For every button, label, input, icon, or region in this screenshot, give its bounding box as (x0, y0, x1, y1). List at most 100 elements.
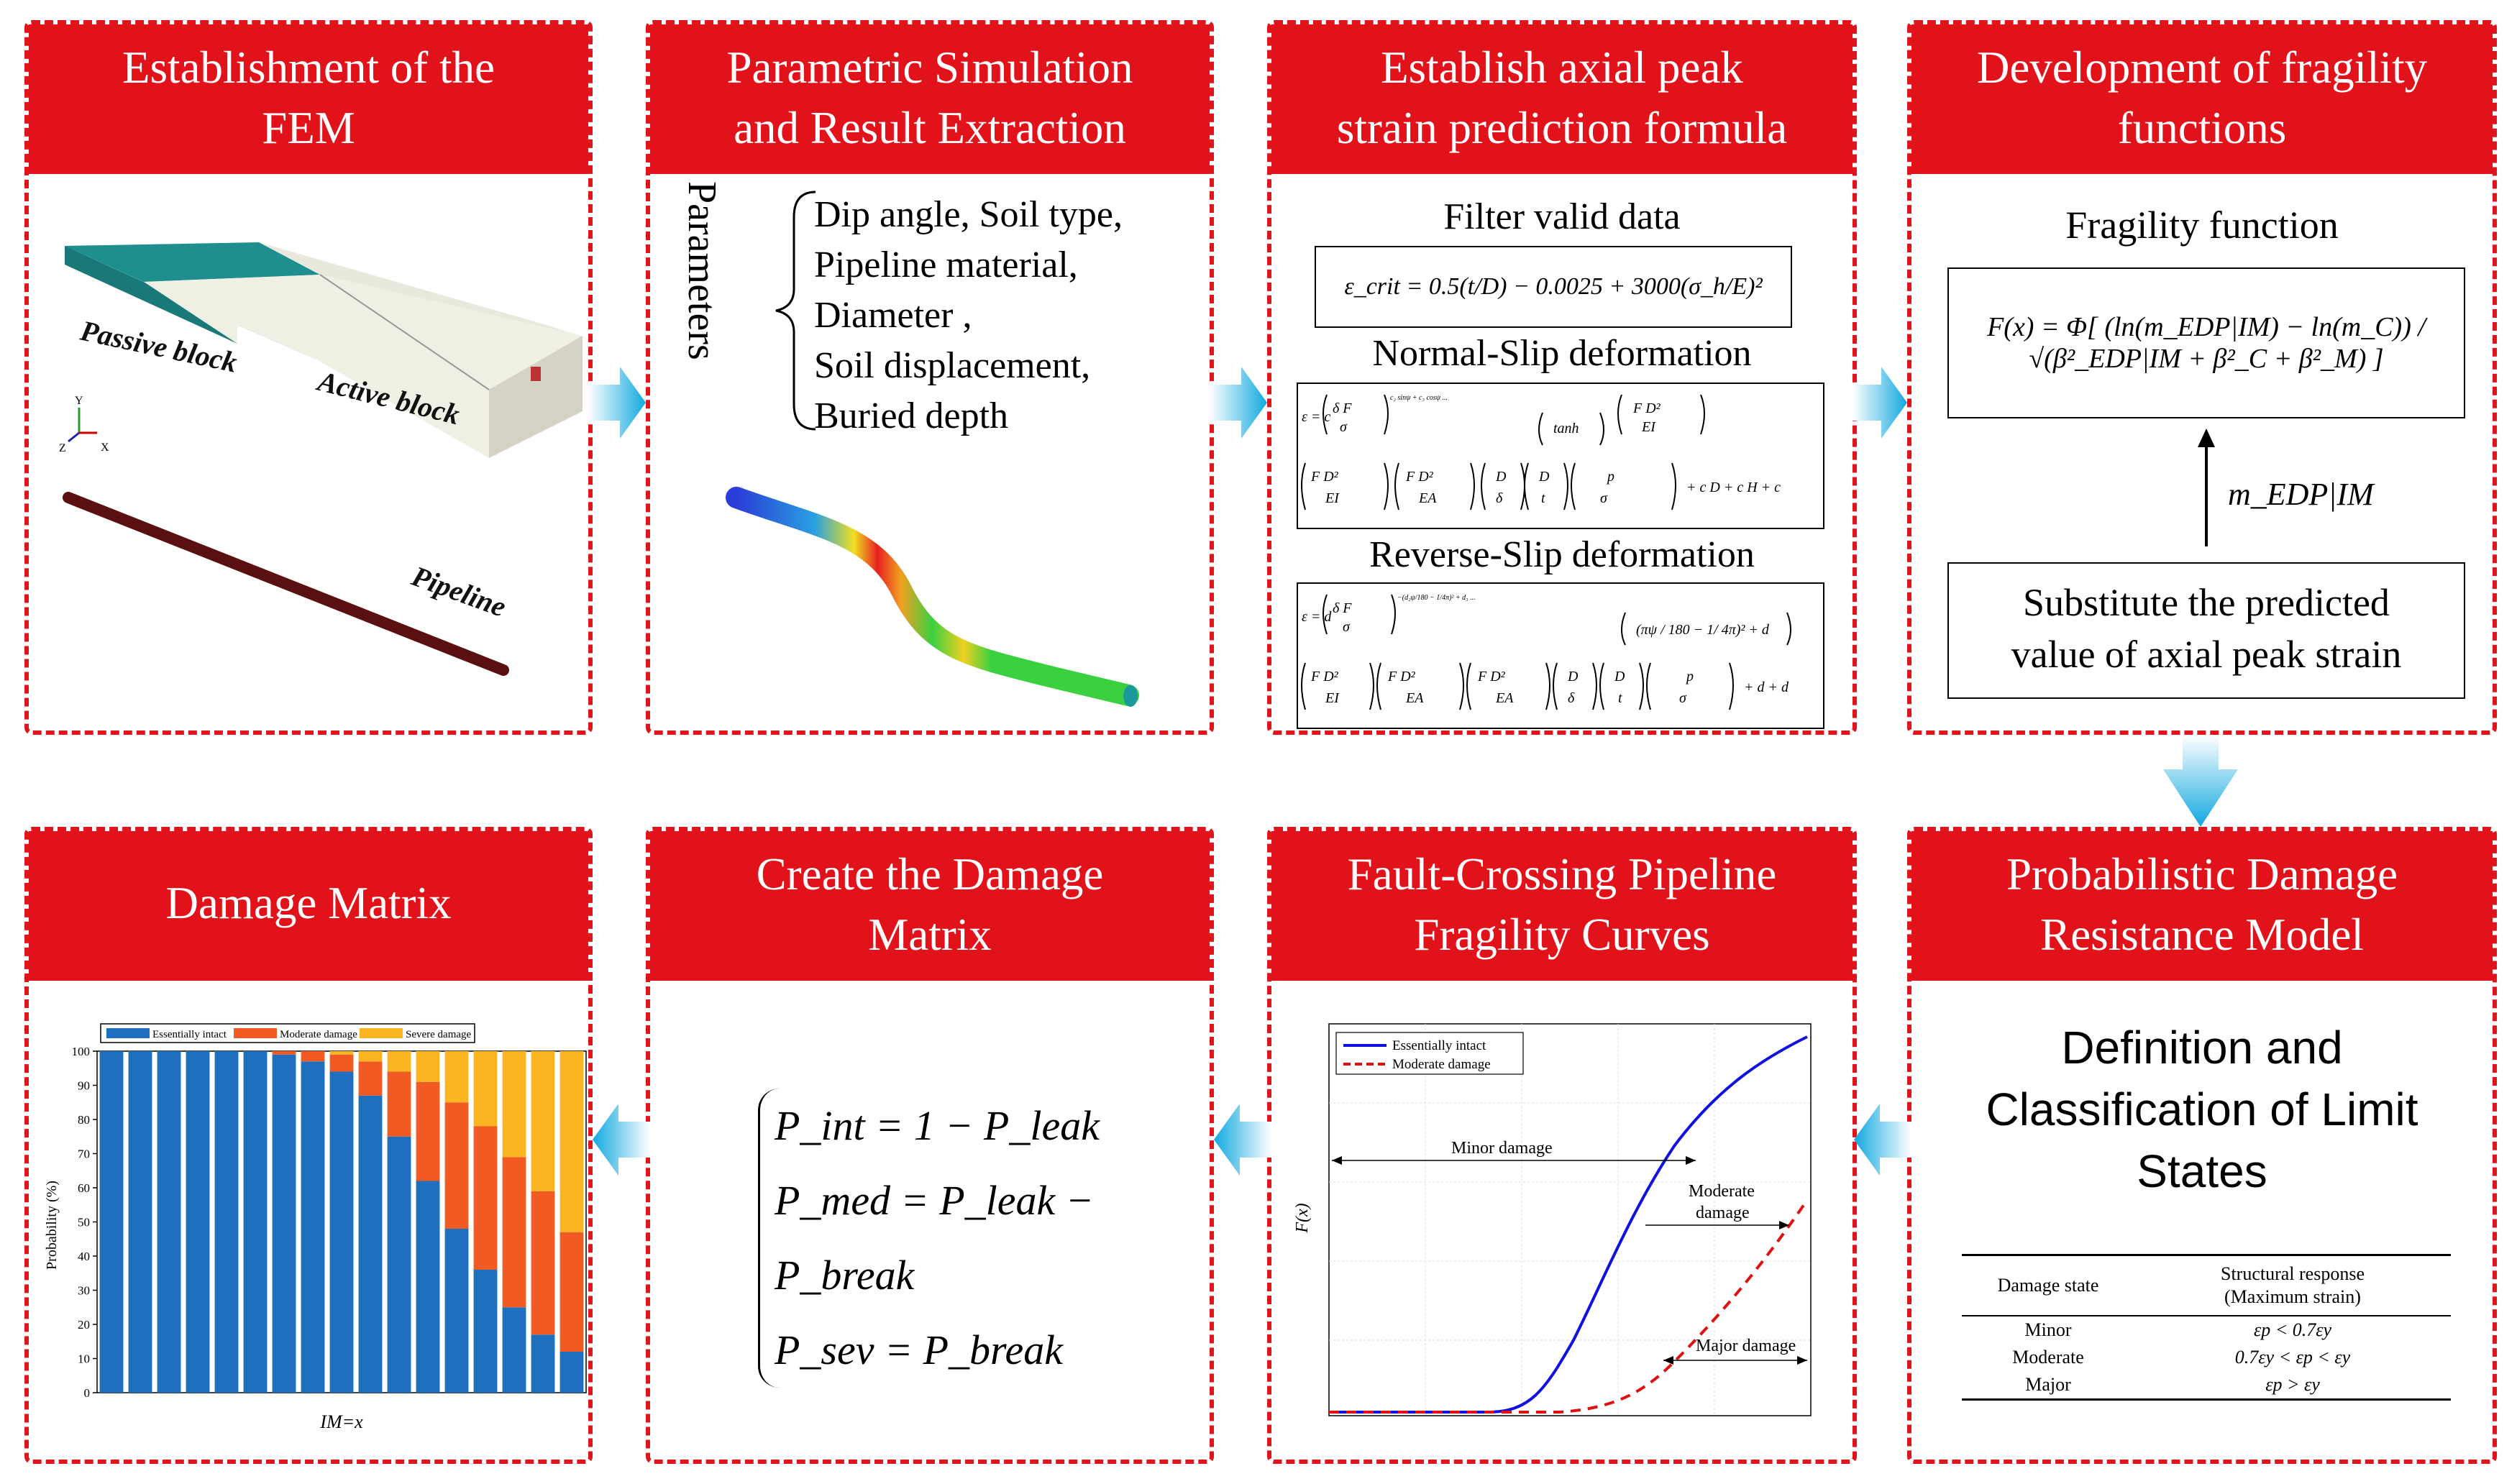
panel-title-line: Establishment of the (122, 42, 495, 93)
y-tick-label: 60 (78, 1181, 90, 1195)
fragility-function-title: Fragility function (2065, 203, 2339, 247)
bar-segment (502, 1157, 526, 1308)
bar-segment (329, 1054, 354, 1072)
panel-title-line: and Result Extraction (734, 103, 1126, 153)
crit-strain-equation: ε_crit = 0.5(t/D) − 0.0025 + 3000(σ_h/E)… (1315, 246, 1792, 328)
fem-model: Passive block Active block Y Z X Pipelin… (29, 174, 590, 730)
bar-segment (444, 1229, 469, 1393)
svg-text:EA: EA (1495, 690, 1514, 706)
panel-title-line: Parametric Simulation (726, 42, 1133, 93)
bar-segment (157, 1051, 181, 1393)
parameter-list: Dip angle, Soil type, Pipeline material,… (814, 190, 1123, 441)
bar-segment (531, 1191, 555, 1335)
limit-states-block: Definition and Classification of Limit S… (1911, 981, 2493, 1460)
axis-y-label: Y (75, 395, 83, 407)
p-med-equation: P_med = P_leak − P_break (775, 1177, 1094, 1298)
y-tick-label: 10 (78, 1352, 90, 1366)
bar-segment (559, 1051, 584, 1232)
legend-label: Severe damage (406, 1029, 472, 1040)
bar-segment (444, 1102, 469, 1229)
parameter-item: Dip angle, Soil type, (814, 194, 1123, 235)
svg-text:c₂ sinψ + c₃ cosψ ...: c₂ sinψ + c₃ cosψ ... (1390, 394, 1448, 402)
stacked-bar-chart: Essentially intact Moderate damage Sever… (44, 1023, 587, 1432)
pipeline-label: Pipeline (407, 559, 511, 623)
svg-text:δ F: δ F (1333, 600, 1352, 616)
bar-segment (243, 1051, 268, 1393)
major-damage-label: Major damage (1696, 1337, 1796, 1355)
svg-text:δ: δ (1568, 690, 1575, 706)
bar-segment (358, 1095, 383, 1393)
p-int-equation: P_int = 1 − P_leak (775, 1102, 1100, 1149)
parameter-item: Diameter , (814, 295, 972, 336)
parameter-item: Buried depth (814, 395, 1009, 436)
axis-x-label: X (101, 441, 109, 454)
table-cell: εp > εy (2265, 1374, 2320, 1395)
panel-title: Fault-Crossing Pipeline Fragility Curves (1271, 831, 1853, 981)
legend-label: Essentially intact (1392, 1038, 1486, 1053)
bar-segment (128, 1051, 152, 1393)
chart-legend: Essentially intact Moderate damage Sever… (100, 1023, 475, 1043)
svg-text:σ: σ (1600, 490, 1608, 506)
svg-text:F D²: F D² (1310, 669, 1339, 684)
svg-text:D: D (1538, 469, 1550, 485)
pipeline-shape (63, 492, 509, 676)
panel-title-line: Development of fragility (1976, 42, 2428, 93)
panel-title-line: Probabilistic Damage (2006, 849, 2398, 899)
bar-segment (99, 1051, 124, 1393)
panel-fragility-function: Development of fragility functions Fragi… (1907, 20, 2497, 735)
intact-curve (1329, 1035, 1808, 1414)
bar-segment (473, 1051, 498, 1127)
svg-text:δ: δ (1496, 490, 1503, 506)
bar-segment (186, 1051, 210, 1393)
table-cell: Minor (2024, 1319, 2072, 1340)
fem-model-illustration: Passive block Active block Y Z X Pipelin… (59, 242, 590, 676)
bar-segment (272, 1054, 296, 1393)
minor-damage-label: Minor damage (1451, 1139, 1553, 1158)
table-header-cell: Damage state (1997, 1275, 2099, 1296)
legend-swatch-intact (106, 1028, 150, 1038)
panel-formula: Establish axial peak strain prediction f… (1267, 20, 1857, 735)
bars (99, 1051, 584, 1393)
y-axis-label: F(x) (1293, 1203, 1312, 1233)
bar-segment (473, 1270, 498, 1393)
bar-segment (559, 1232, 584, 1352)
fragility-function-block: Fragility function F(x) = Φ[ (ln(m_EDP|I… (1911, 174, 2493, 730)
table-cell: Moderate (2012, 1347, 2084, 1368)
damage-matrix-chart: Essentially intact Moderate damage Sever… (29, 981, 588, 1460)
parameters-block: Parameters Dip angle, Soil type, Pipelin… (650, 174, 1210, 730)
svg-text:D: D (1614, 669, 1625, 684)
panel-title-line: strain prediction formula (1336, 103, 1788, 153)
moderate-curve (1329, 1199, 1809, 1414)
bar-segment (358, 1061, 383, 1096)
svg-text:p: p (1606, 469, 1614, 485)
table-header-line: Structural response (2220, 1263, 2365, 1284)
table-cell: εp < 0.7εy (2253, 1319, 2332, 1340)
svg-text:(πψ / 180 − 1/ 4π)² + d: (πψ / 180 − 1/ 4π)² + d (1636, 622, 1770, 638)
panel-title-line: Damage Matrix (165, 878, 452, 928)
bar-segment (502, 1307, 526, 1393)
panel-title-line: Establish axial peak (1381, 42, 1743, 93)
panel-create-damage-matrix: Create the Damage Matrix P_int = 1 − P_l… (646, 827, 1214, 1464)
bar-segment (416, 1181, 440, 1393)
bar-segment (358, 1051, 383, 1062)
bar-segment (416, 1051, 440, 1082)
fragility-curves-chart: Essentially intact Moderate damage Minor… (1271, 981, 1853, 1460)
bar-segment (329, 1051, 354, 1055)
svg-text:+ d + d: + d + d (1744, 679, 1789, 695)
svg-text:σ: σ (1340, 419, 1348, 435)
y-axis-label: Probability (%) (44, 1181, 60, 1270)
y-tick-label: 50 (78, 1216, 90, 1229)
right-arrow-icon (1210, 367, 1267, 439)
svg-text:F D²: F D² (1632, 400, 1661, 416)
curve-legend (1335, 1032, 1524, 1075)
brace-shape (775, 191, 816, 431)
fragility-curves-plot: Essentially intact Moderate damage Minor… (1293, 1023, 1812, 1416)
legend-label: Moderate damage (1392, 1057, 1491, 1072)
svg-text:ε = d: ε = d (1302, 609, 1332, 625)
svg-text:+ c D + c H + c: + c D + c H + c (1686, 480, 1781, 495)
panel-parametric: Parametric Simulation and Result Extract… (646, 20, 1214, 735)
y-tick-label: 70 (78, 1148, 90, 1161)
bar-segment (301, 1061, 325, 1393)
